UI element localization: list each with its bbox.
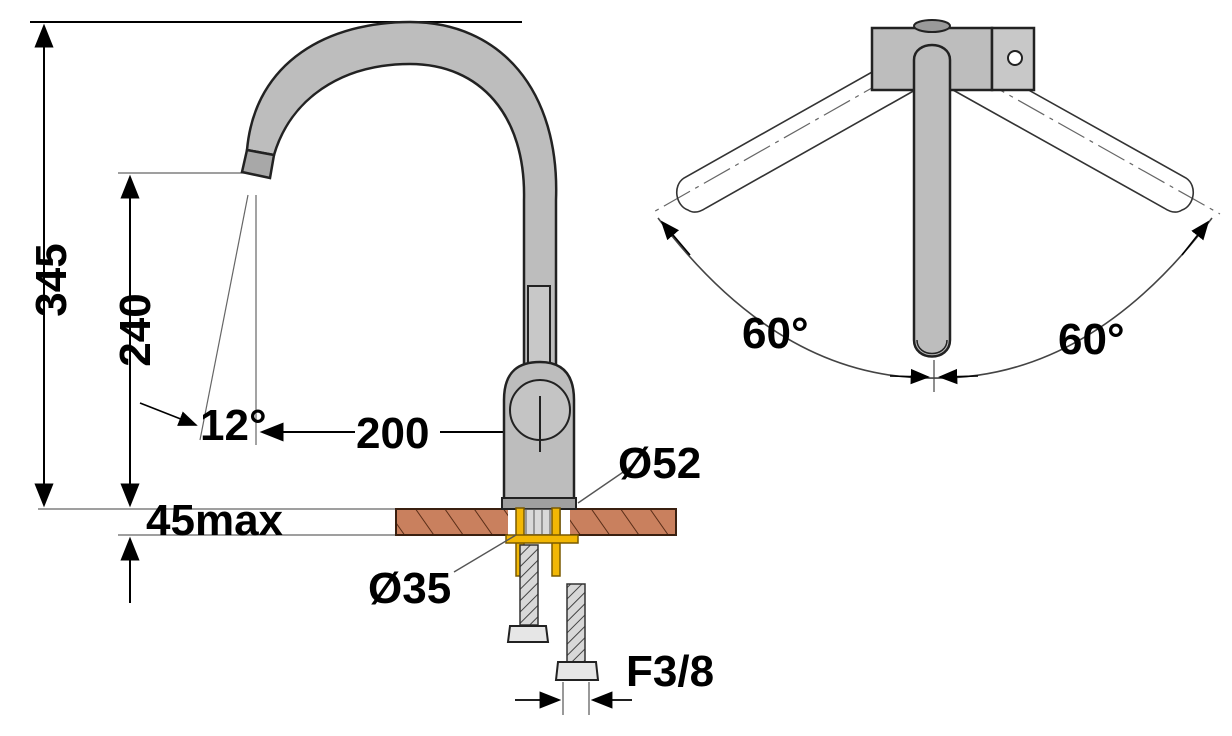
swivel-arrow-left-end bbox=[660, 220, 691, 256]
top-view-cap bbox=[913, 19, 951, 33]
fixing-washer bbox=[505, 534, 579, 544]
swivel-arrow-center-right bbox=[938, 368, 979, 385]
hole-diameter-leader bbox=[453, 534, 517, 573]
faucet-spout bbox=[245, 20, 558, 372]
counter-thickness-label: 45max bbox=[146, 496, 284, 545]
supply-hose-left bbox=[519, 544, 539, 626]
top-view-spout-tip bbox=[916, 339, 948, 355]
spout-angle-label: 12° bbox=[200, 401, 267, 450]
top-view-handle-pivot bbox=[1007, 50, 1023, 66]
height-345-label: 345 bbox=[27, 243, 76, 316]
base-diameter-leader bbox=[577, 465, 633, 504]
spout-aerator bbox=[240, 148, 276, 180]
spout-reach-label: 200 bbox=[356, 409, 429, 458]
angle-line-slanted bbox=[199, 194, 249, 441]
spout-outline-left bbox=[676, 44, 941, 213]
swivel-left-label: 60° bbox=[742, 309, 809, 358]
hose-nut-left bbox=[506, 625, 550, 643]
swivel-right-label: 60° bbox=[1058, 315, 1125, 364]
connection-label: F3/8 bbox=[626, 647, 714, 696]
height-240-label: 240 bbox=[111, 293, 160, 366]
base-diameter-label: Ø52 bbox=[618, 439, 701, 488]
svg-text:240: 240 bbox=[111, 293, 160, 366]
angle-arrow bbox=[139, 402, 198, 426]
base-ring bbox=[501, 497, 577, 510]
spout-outline-right bbox=[927, 44, 1194, 213]
hole-diameter-label: Ø35 bbox=[368, 564, 451, 613]
swivel-arrow-center-left bbox=[889, 368, 930, 385]
supply-hose-right bbox=[566, 583, 586, 663]
top-view-spout bbox=[912, 43, 952, 358]
hose-nut-right bbox=[554, 661, 600, 681]
swivel-arrow-right-end bbox=[1181, 220, 1210, 256]
svg-text:345: 345 bbox=[27, 243, 76, 316]
